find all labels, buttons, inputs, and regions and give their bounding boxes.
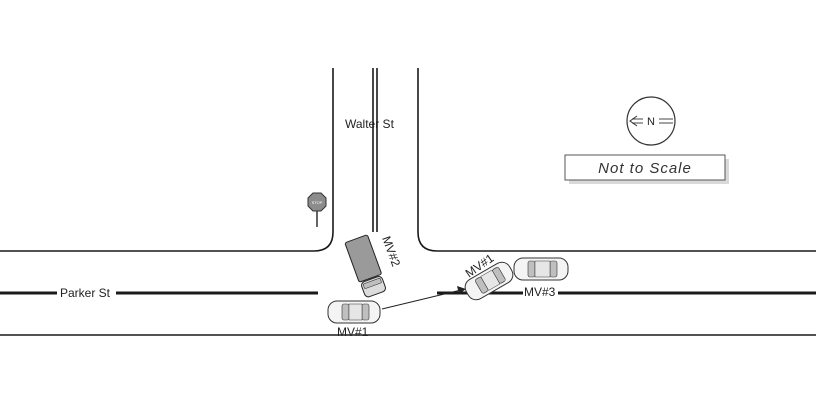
mv1-path-arrow [381,286,466,310]
mv3-label: MV#3 [524,285,556,299]
mv2-truck [344,234,386,298]
mv1-bottom-label: MV#1 [337,325,369,339]
stop-sign-text: STOP [312,200,323,205]
parker-street-label: Parker St [60,286,111,300]
walter-west-curb [0,68,334,252]
mv1-start-car [327,300,381,324]
walter-east-curb [417,68,816,252]
parker-street [0,291,816,336]
compass-icon: N [626,96,676,146]
truck-cargo-box [344,234,382,283]
mv2-label: MV#2 [379,234,403,269]
stop-sign-icon: STOP [307,192,327,227]
scale-note-box: Not to Scale [564,154,729,184]
mv3-car [513,257,569,281]
walter-street [0,68,816,252]
compass-north-letter: N [647,116,655,128]
walter-street-label: Walter St [345,117,395,131]
scale-note-text: Not to Scale [598,160,692,177]
mv1-final-car [464,261,514,301]
truck-windshield [362,277,382,289]
